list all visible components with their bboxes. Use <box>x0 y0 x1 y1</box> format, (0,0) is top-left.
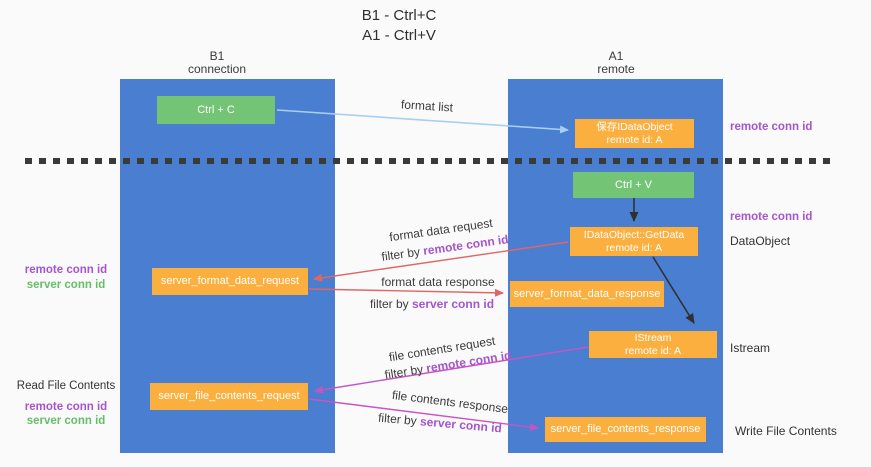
istream-side-label: Istream <box>730 341 771 355</box>
title-line-2: A1 - Ctrl+V <box>362 27 436 44</box>
istream-box: IStream remote id: A <box>589 331 717 358</box>
format-list-label: format list <box>400 97 454 115</box>
server-format-data-response-box: server_format_data_response <box>510 281 664 307</box>
server-format-data-request-label: server_format_data_request <box>160 275 300 287</box>
filter-by-text: filter by <box>369 297 412 311</box>
left-remote-conn-id-label-1: remote conn id <box>24 264 108 276</box>
save-idataobject-line2: remote id: A <box>606 133 663 146</box>
lifeline-b1-role: connection <box>187 62 247 76</box>
save-idataobject-box: 保存IDataObject remote id: A <box>575 119 694 148</box>
filter-by-server-conn-id-label-1: filter by server conn id <box>370 297 494 311</box>
save-idataobject-line1: 保存IDataObject <box>596 120 673 133</box>
left-remote-conn-id-label-2: remote conn id <box>24 401 108 413</box>
ctrl-c-label: Ctrl + C <box>197 103 235 116</box>
lifeline-b1-name: B1 <box>209 49 225 63</box>
filter-by-text: filter by <box>383 361 428 382</box>
server-conn-id-text: server conn id <box>411 297 495 311</box>
idataobject-getdata-box: IDataObject::GetData remote id: A <box>570 227 698 256</box>
title-line-1: B1 - Ctrl+C <box>361 7 437 24</box>
server-format-data-request-box: server_format_data_request <box>152 268 308 295</box>
ctrl-v-label: Ctrl + V <box>615 178 652 191</box>
server-file-contents-request-box: server_file_contents_request <box>150 383 308 410</box>
server-format-data-response-label: server_format_data_response <box>513 287 661 300</box>
lifeline-header-a1: A1 remote <box>597 50 634 76</box>
right-remote-conn-id-label-2: remote conn id <box>730 211 813 223</box>
getdata-line2: remote id: A <box>605 241 663 254</box>
getdata-line1: IDataObject::GetData <box>583 228 685 241</box>
ctrl-v-box: Ctrl + V <box>573 172 694 198</box>
session-divider-dashed-line <box>25 158 833 164</box>
lifeline-header-b1: B1 connection <box>188 50 246 76</box>
lifeline-a1-name: A1 <box>608 49 624 63</box>
server-file-contents-response-box: server_file_contents_response <box>545 417 706 442</box>
filter-by-text: filter by <box>377 410 421 429</box>
right-remote-conn-id-label-1: remote conn id <box>730 121 813 133</box>
server-file-contents-request-label: server_file_contents_request <box>158 390 300 402</box>
server-conn-id-text: server conn id <box>419 414 503 436</box>
format-data-response-label: format data response <box>381 275 495 289</box>
left-server-conn-id-label-1: server conn id <box>26 279 106 291</box>
format-data-response-arrow <box>308 288 504 297</box>
filter-by-text: filter by <box>380 244 425 264</box>
istream-line2: remote id: A <box>624 344 682 357</box>
lifeline-a1-role: remote <box>597 62 635 76</box>
file-contents-response-label: file contents response <box>391 387 509 417</box>
read-file-contents-label: Read File Contents <box>16 380 116 392</box>
ctrl-c-box: Ctrl + C <box>157 96 275 124</box>
diagram-title: B1 - Ctrl+C A1 - Ctrl+V <box>362 6 437 46</box>
filter-by-server-conn-id-label-2: filter by server conn id <box>378 411 503 436</box>
write-file-contents-label: Write File Contents <box>735 424 837 438</box>
dataobject-label: DataObject <box>730 234 791 248</box>
left-server-conn-id-label-2: server conn id <box>26 415 106 427</box>
istream-line1: IStream <box>634 331 672 344</box>
server-file-contents-response-label: server_file_contents_response <box>550 423 701 435</box>
